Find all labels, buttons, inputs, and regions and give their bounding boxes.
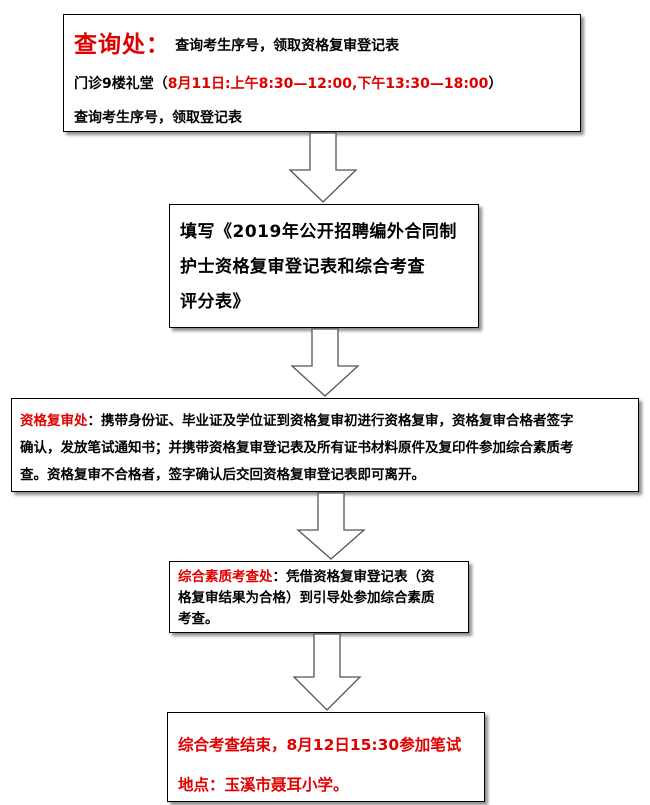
step-assessment-line3: 考查。 bbox=[178, 611, 219, 627]
step-query-location: 门诊9楼礼堂（ bbox=[74, 76, 168, 92]
step-query-colon: ： bbox=[146, 32, 170, 58]
flow-arrow-1 bbox=[288, 132, 358, 203]
step-query-box: 查询处： 查询考生序号，领取资格复审登记表 门诊9楼礼堂（8月11日:上午8:3… bbox=[63, 14, 581, 132]
step-assessment-heading: 综合素质考查处 bbox=[178, 569, 273, 585]
step-query-line2: 门诊9楼礼堂（8月11日:上午8:30—12:00,下午13:30—18:00） bbox=[74, 73, 502, 93]
step-assessment-line2: 格复审结果为合格）到引导处参加综合素质 bbox=[178, 590, 435, 606]
step-query-line3: 查询考生序号，领取登记表 bbox=[74, 110, 242, 126]
step-written-exam-location: 地点：玉溪市聂耳小学。 bbox=[178, 776, 349, 794]
step-query-paren-close: ） bbox=[488, 76, 503, 92]
step-written-exam-box: 综合考查结束，8月12日15:30参加笔试 地点：玉溪市聂耳小学。 bbox=[167, 712, 485, 802]
step-query-heading: 查询处 bbox=[74, 32, 146, 58]
step-assessment-box: 综合素质考查处：凭借资格复审登记表（资 格复审结果为合格）到引导处参加综合素质 … bbox=[169, 561, 469, 633]
step-review-heading: 资格复审处 bbox=[20, 413, 88, 429]
step-query-line1: 查询处： 查询考生序号，领取资格复审登记表 bbox=[74, 25, 399, 59]
step-review-line3: 查。资格复审不合格者，签字确认后交回资格复审登记表即可离开。 bbox=[20, 467, 425, 483]
step-written-exam-line1: 综合考查结束，8月12日15:30参加笔试 bbox=[178, 736, 462, 754]
step-review-box: 资格复审处：携带身份证、毕业证及学位证到资格复审初进行资格复审，资格复审合格者签… bbox=[11, 398, 639, 492]
flow-arrow-3 bbox=[296, 492, 366, 560]
step-review-line2: 确认，发放笔试通知书；并携带资格复审登记表及所有证书材料原件及复印件参加综合素质… bbox=[20, 440, 574, 456]
step-fill-form-line1: 填写《2019年公开招聘编外合同制 bbox=[180, 222, 457, 242]
flow-arrow-4 bbox=[292, 633, 362, 711]
step-assessment-line1: 综合素质考查处：凭借资格复审登记表（资 bbox=[178, 567, 462, 588]
flow-arrow-2 bbox=[290, 328, 360, 397]
step-fill-form-box: 填写《2019年公开招聘编外合同制 护士资格复审登记表和综合考查 评分表》 bbox=[169, 204, 479, 328]
step-fill-form-line2: 护士资格复审登记表和综合考查 bbox=[180, 257, 425, 277]
step-review-text1: ：携带身份证、毕业证及学位证到资格复审初进行资格复审，资格复审合格者签字 bbox=[87, 413, 574, 429]
step-assessment-text1: ：凭借资格复审登记表（资 bbox=[272, 569, 435, 585]
step-fill-form-line3: 评分表》 bbox=[180, 292, 250, 312]
step-query-time: 8月11日:上午8:30—12:00,下午13:30—18:00 bbox=[167, 76, 489, 92]
step-query-text1: 查询考生序号，领取资格复审登记表 bbox=[175, 38, 400, 54]
step-review-line1: 资格复审处：携带身份证、毕业证及学位证到资格复审初进行资格复审，资格复审合格者签… bbox=[20, 408, 632, 435]
